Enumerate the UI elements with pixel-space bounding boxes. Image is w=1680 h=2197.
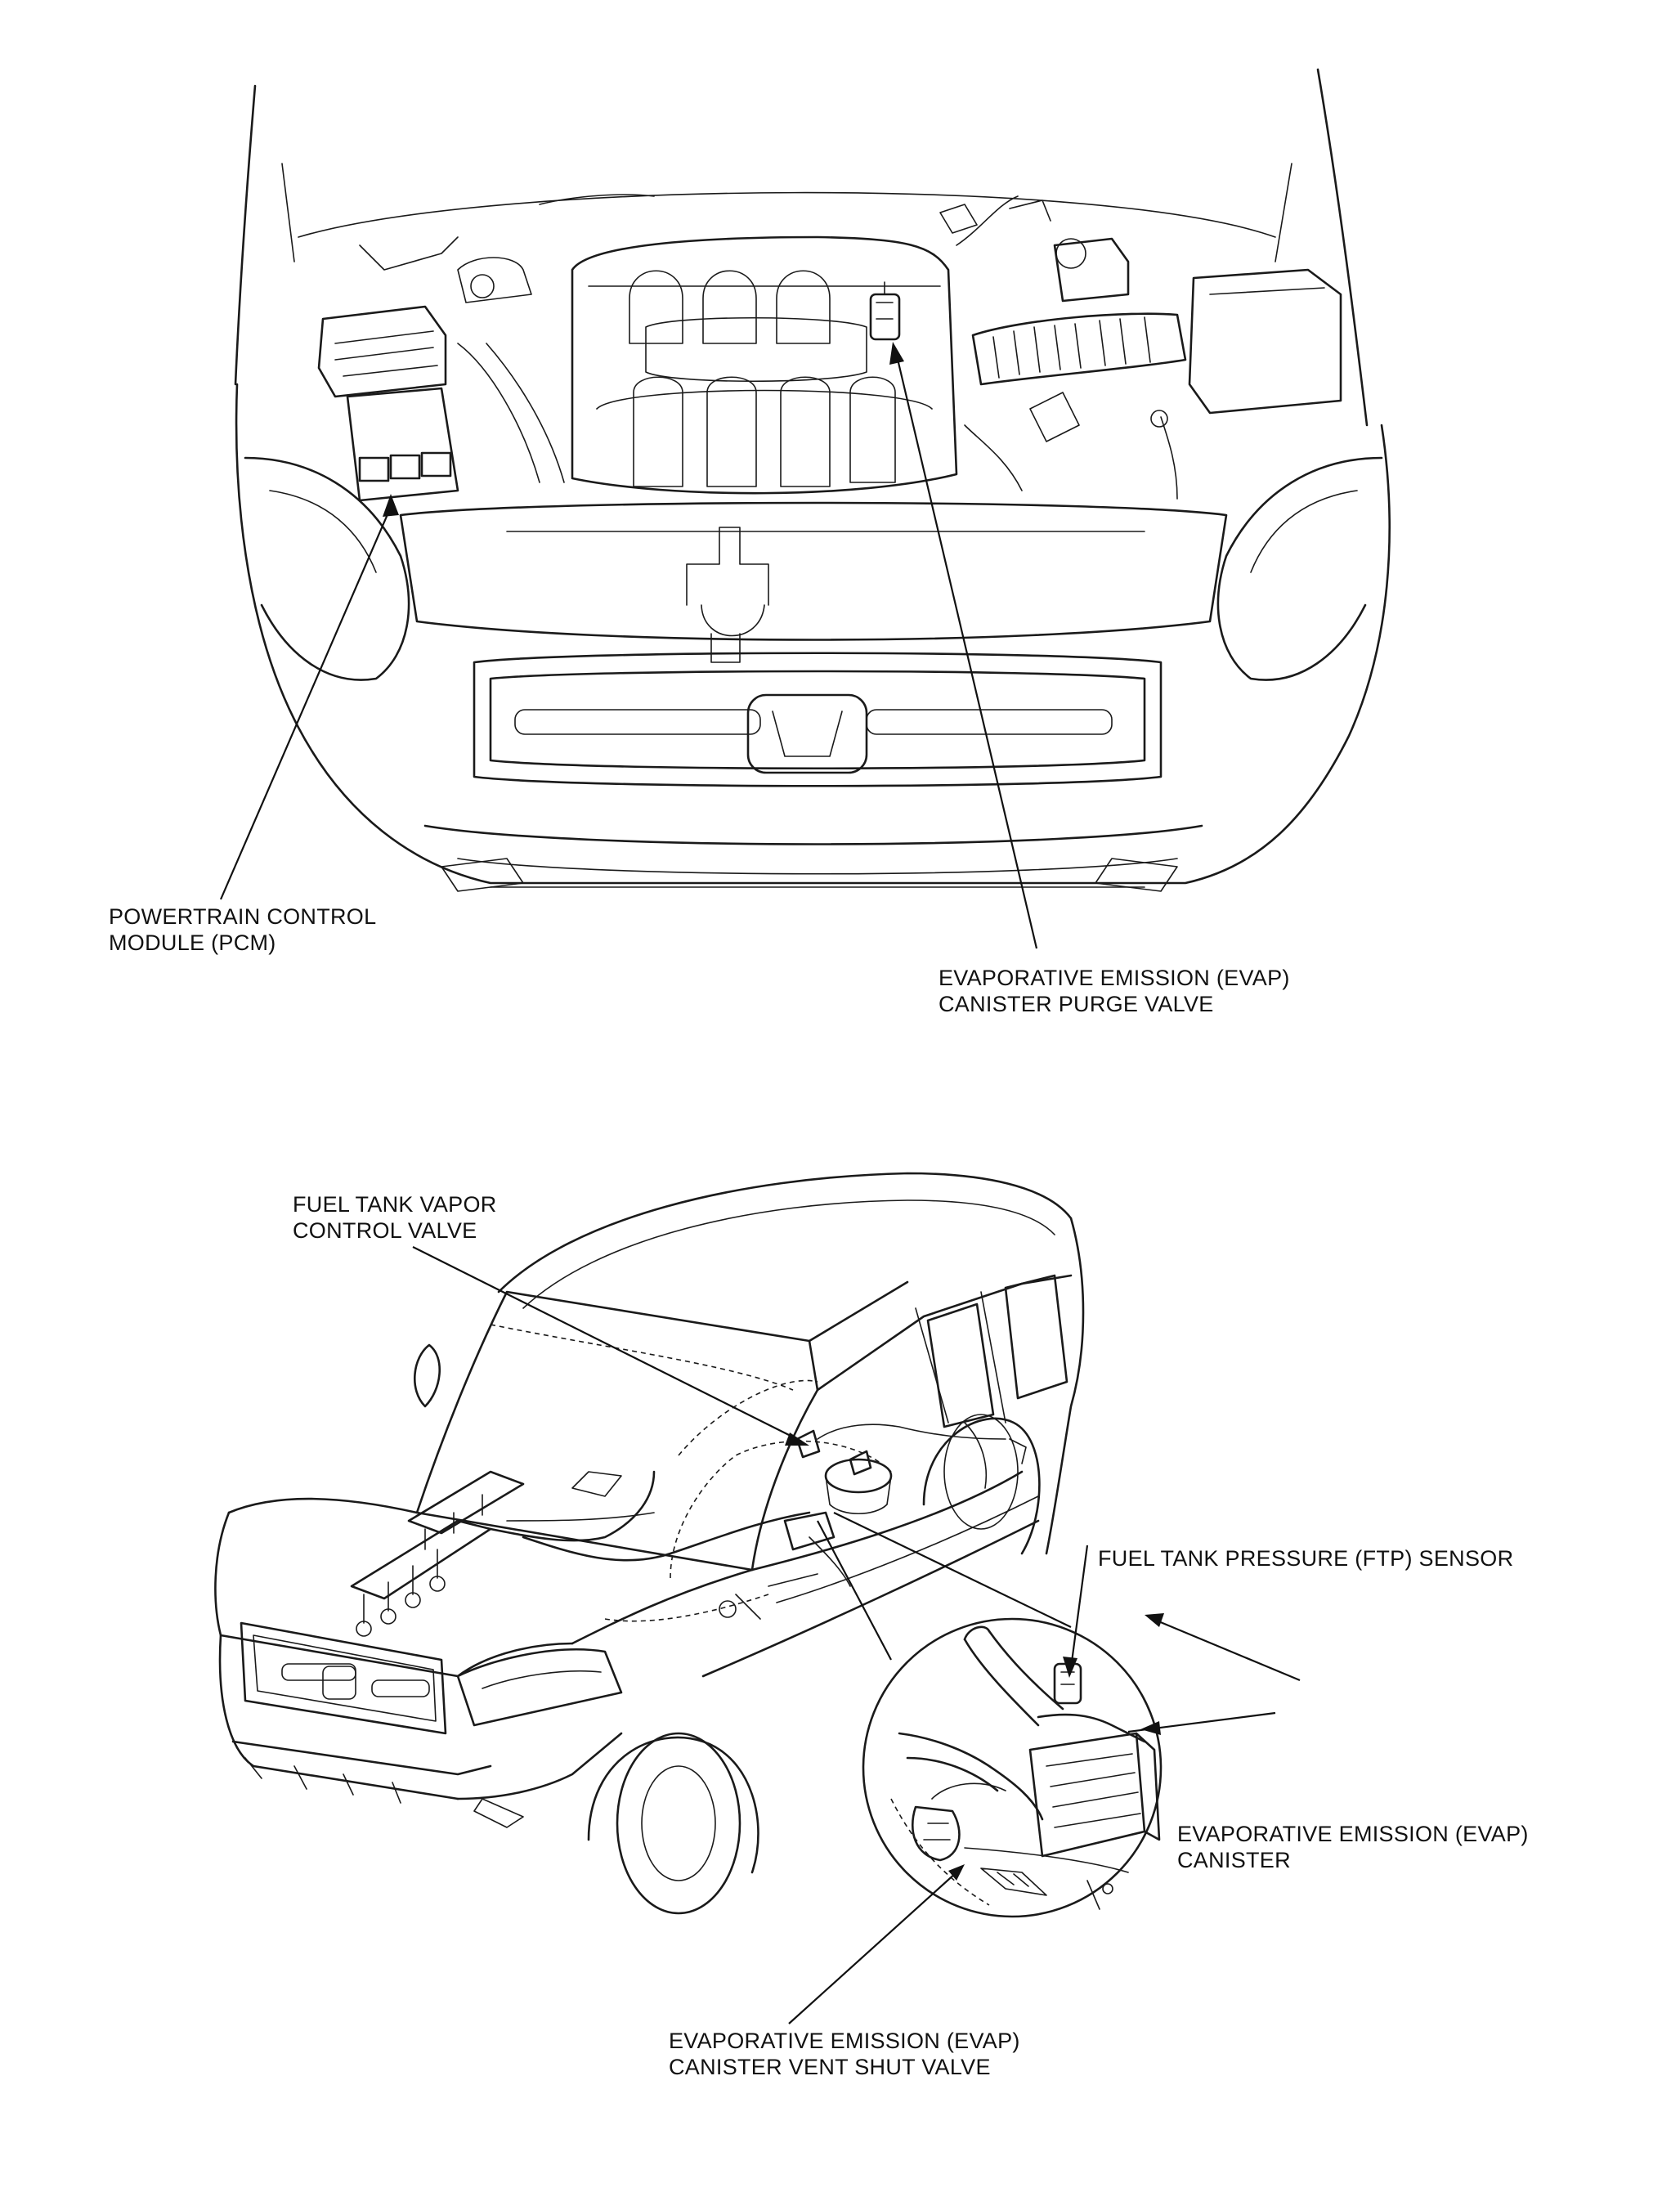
callout-evap-canister: EVAPORATIVE EMISSION (EVAP) CANISTER: [1145, 1613, 1529, 1872]
leader-line-ftp-sensor: [1069, 1545, 1089, 1669]
label-purge-valve-line2: CANISTER PURGE VALVE: [939, 992, 1214, 1016]
arrowhead-purge-valve: [889, 342, 904, 365]
callout-purge-valve: EVAPORATIVE EMISSION (EVAP) CANISTER PUR…: [889, 342, 1290, 1016]
vehicle-cutaway-drawing: [214, 1172, 1085, 1915]
callout-vent-shut-valve: EVAPORATIVE EMISSION (EVAP) CANISTER VEN…: [669, 1864, 1020, 2079]
arrowhead-pcm: [383, 494, 399, 517]
leader-line-vapor-valve: [412, 1246, 798, 1440]
arrowhead-ftp-sensor: [1063, 1657, 1077, 1678]
inset-connector: [817, 1512, 1276, 1735]
label-evap-canister-line2: CANISTER: [1177, 1848, 1291, 1872]
label-vapor-valve-line2: CONTROL VALVE: [293, 1218, 477, 1243]
arrowhead-evap-canister: [1145, 1613, 1164, 1627]
engine-compartment-drawing: [234, 68, 1391, 892]
leader-line-evap-canister: [1152, 1617, 1301, 1682]
label-vent-shut-valve-line2: CANISTER VENT SHUT VALVE: [669, 2055, 991, 2079]
callout-pcm: POWERTRAIN CONTROL MODULE (PCM): [109, 494, 399, 955]
canister-detail-inset: [862, 1617, 1163, 1918]
callout-ftp-sensor: FUEL TANK PRESSURE (FTP) SENSOR: [1063, 1545, 1513, 1678]
callout-vapor-valve: FUEL TANK VAPOR CONTROL VALVE: [293, 1192, 809, 1446]
label-vapor-valve-line1: FUEL TANK VAPOR: [293, 1192, 497, 1217]
arrowhead-vent-shut-valve: [948, 1864, 965, 1881]
label-evap-canister-line1: EVAPORATIVE EMISSION (EVAP): [1177, 1822, 1529, 1846]
leader-line-vent-shut-valve: [788, 1872, 957, 2024]
leader-line-pcm: [219, 506, 392, 900]
leader-line-purge-valve: [895, 355, 1038, 949]
label-vent-shut-valve-line1: EVAPORATIVE EMISSION (EVAP): [669, 2029, 1020, 2053]
label-ftp-sensor: FUEL TANK PRESSURE (FTP) SENSOR: [1098, 1546, 1513, 1571]
label-purge-valve-line1: EVAPORATIVE EMISSION (EVAP): [939, 966, 1290, 990]
arrowhead-vapor-valve: [785, 1433, 809, 1446]
label-pcm-line2: MODULE (PCM): [109, 930, 276, 955]
label-pcm-line1: POWERTRAIN CONTROL: [109, 904, 376, 929]
